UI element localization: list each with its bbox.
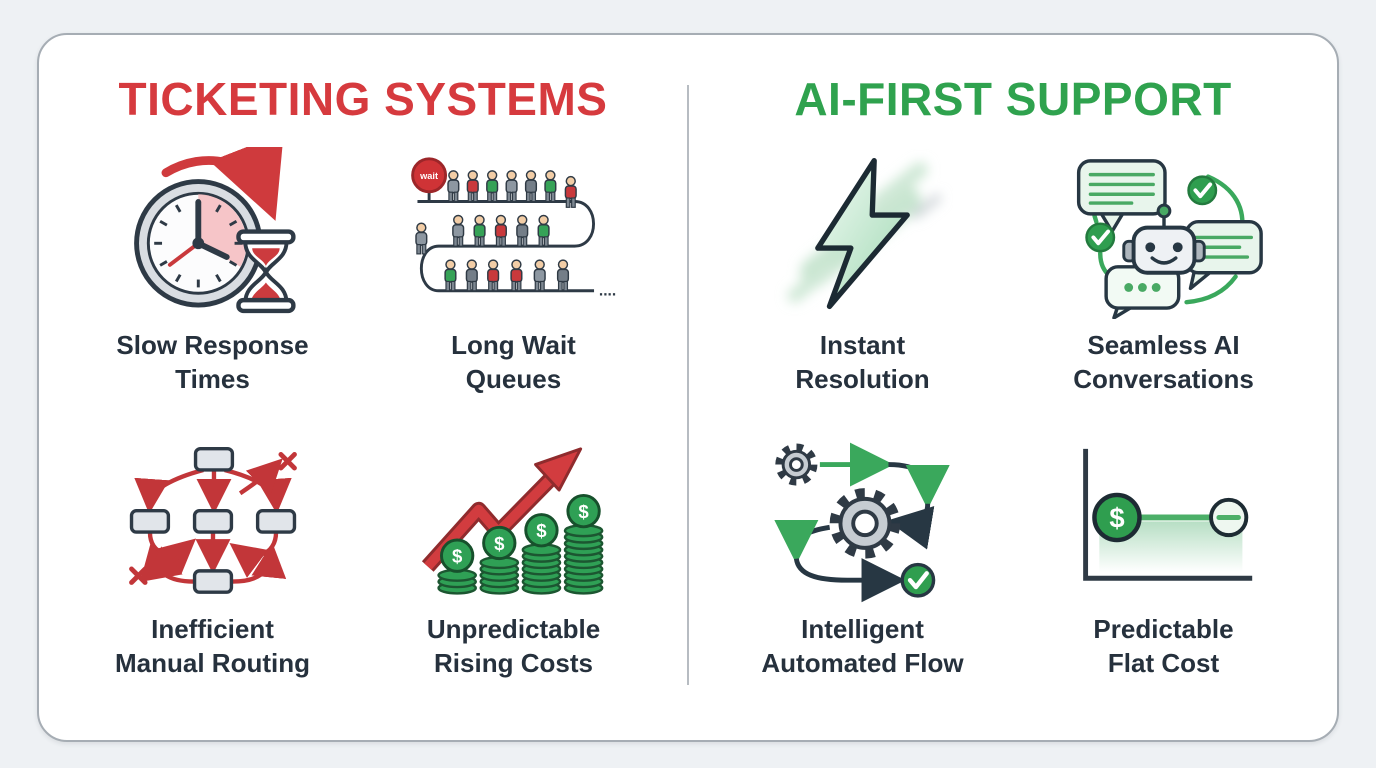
dollar-coins: $ $ $ $ xyxy=(439,493,601,573)
hourglass xyxy=(235,229,296,314)
svg-text:$: $ xyxy=(451,545,462,566)
feature-ai-conversations: Seamless AI Conversations xyxy=(1018,139,1309,397)
clock-hourglass-icon xyxy=(133,147,296,314)
feature-label: Slow Response Times xyxy=(116,330,309,395)
svg-text:$: $ xyxy=(1109,502,1124,533)
chat-bubble-top xyxy=(1076,159,1167,234)
chat-bubble-dots xyxy=(1103,265,1180,320)
ticketing-features-grid: Slow Response Times xyxy=(39,139,687,680)
svg-text:$: $ xyxy=(494,533,505,554)
wait-sign: wait xyxy=(410,157,447,202)
feature-label: Long Wait Queues xyxy=(451,330,576,395)
comparison-card: TICKETING SYSTEMS xyxy=(37,33,1339,742)
svg-text:wait: wait xyxy=(419,171,438,181)
ai-features-grid: Instant Resolution xyxy=(689,139,1337,680)
dollar-point: $ xyxy=(1091,492,1142,543)
feature-long-wait: .... wait xyxy=(368,139,659,397)
lightning-bolt-icon xyxy=(787,158,941,310)
svg-text:$: $ xyxy=(536,520,547,541)
rising-coins-icon: $ $ $ $ xyxy=(421,447,603,595)
ai-first-support-title: AI-FIRST SUPPORT xyxy=(794,73,1232,125)
robot-chat-icon xyxy=(1076,159,1263,320)
flat-cost-chart-icon: $ xyxy=(1082,448,1252,581)
minus-point xyxy=(1208,497,1248,537)
feature-slow-response: Slow Response Times xyxy=(67,139,358,397)
ticketing-systems-panel: TICKETING SYSTEMS xyxy=(39,35,687,740)
tangled-flowchart-icon xyxy=(128,446,297,594)
svg-text:$: $ xyxy=(578,501,589,522)
feature-label: Unpredictable Rising Costs xyxy=(426,613,601,678)
svg-text:....: .... xyxy=(598,283,615,300)
large-gear xyxy=(829,487,900,559)
robot-head xyxy=(1121,203,1206,275)
vertical-divider xyxy=(687,85,689,685)
ai-first-support-panel: AI-FIRST SUPPORT xyxy=(689,35,1337,740)
feature-label: Intelligent Automated Flow xyxy=(761,613,964,678)
feature-instant-resolution: Instant Resolution xyxy=(717,139,1008,397)
feature-label: Instant Resolution xyxy=(795,330,930,395)
feature-manual-routing: Inefficient Manual Routing xyxy=(67,423,358,681)
check-badges xyxy=(1084,175,1217,253)
feature-label: Inefficient Manual Routing xyxy=(115,613,310,678)
feature-flat-cost: $ Predictable Flat Cost xyxy=(1018,423,1309,681)
feature-automated-flow: Intelligent Automated Flow xyxy=(717,423,1008,681)
ticketing-systems-title: TICKETING SYSTEMS xyxy=(118,73,608,125)
check-badge xyxy=(899,562,935,598)
waiting-queue-icon: .... wait xyxy=(410,157,616,300)
feature-label: Predictable Flat Cost xyxy=(1093,613,1234,678)
automated-gears-icon xyxy=(773,442,950,603)
feature-label: Seamless AI Conversations xyxy=(1073,330,1254,395)
small-gear xyxy=(774,443,817,486)
feature-rising-costs: $ $ $ $ Unpredictable Rising Costs xyxy=(368,423,659,681)
